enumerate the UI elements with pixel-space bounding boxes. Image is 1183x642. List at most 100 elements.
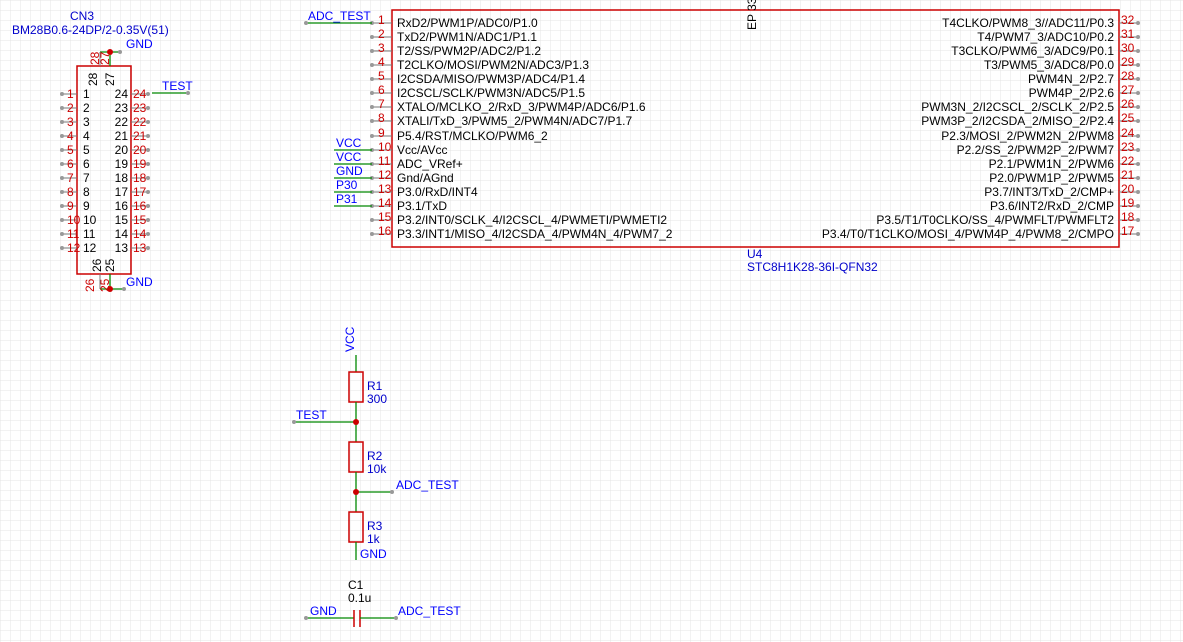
cn3-left-pin-number: 9 xyxy=(67,199,74,213)
cn3-right-pin-name: 22 xyxy=(115,115,129,129)
cn3-right-pin-number: 23 xyxy=(133,101,147,115)
c1-gnd-label: GND xyxy=(310,604,337,618)
u4-left-pin-number: 14 xyxy=(378,196,392,210)
cn3-left-pin-end xyxy=(60,204,64,208)
u4-pin13-net: P30 xyxy=(336,178,358,192)
c1-value: 0.1u xyxy=(348,591,371,605)
cn3-left-pin-end xyxy=(60,134,64,138)
u4-left-pin-name: XTALI/TxD_3/PWM5_2/PWM4N/ADC7/P1.7 xyxy=(397,114,633,128)
u4-right-pin-number: 17 xyxy=(1121,224,1135,238)
u4-left-pin-name: RxD2/PWM1P/ADC0/P1.0 xyxy=(397,16,538,30)
u4-left-pin-name: TxD2/PWM1N/ADC1/P1.1 xyxy=(397,30,537,44)
divider-gnd-label: GND xyxy=(360,547,387,561)
cn3-top-gnd-label: GND xyxy=(126,37,153,51)
u4-left-pin-number: 9 xyxy=(378,126,385,140)
u4-right-pin-number: 18 xyxy=(1121,210,1135,224)
u4-right-pin-end xyxy=(1136,190,1140,194)
cn3-right-pin-name: 20 xyxy=(115,143,129,157)
cn3-right-pin-number: 19 xyxy=(133,157,147,171)
cn3-left-pin-name: 8 xyxy=(83,185,90,199)
u4-left-pin-number: 11 xyxy=(378,154,391,168)
cn3-left-pin-number: 1 xyxy=(67,87,74,101)
cn3-left-pin-end xyxy=(60,106,64,110)
cn3-right-pin-end xyxy=(146,148,150,152)
cn3-right-pin-name: 13 xyxy=(115,241,129,255)
cn3-left-pin-number: 11 xyxy=(67,227,80,241)
u4-left-pin-name: P3.3/INT1/MISO_4/I2CSDA_4/PWM4N_4/PWM7_2 xyxy=(397,227,673,241)
cn3-left-pin-name: 3 xyxy=(83,115,90,129)
cn3-left-pin-name: 1 xyxy=(83,87,90,101)
u4-left-pin-number: 8 xyxy=(378,111,385,125)
u4-left-pin-name: P3.0/RxD/INT4 xyxy=(397,185,478,199)
cn3-left-pin-end xyxy=(60,190,64,194)
cn3-top-end xyxy=(118,50,122,54)
capacitor-c1[interactable]: C1 0.1u GND ADC_TEST xyxy=(304,578,461,627)
resistor-divider[interactable]: VCC R1 300 TEST R2 10k ADC_TEST R3 1k GN… xyxy=(292,326,459,561)
u4-left-pin-number: 7 xyxy=(378,97,385,111)
u4-left-pin-name: P3.1/TxD xyxy=(397,199,447,213)
cn3-left-pin-number: 5 xyxy=(67,143,74,157)
cn3-right-pin-number: 17 xyxy=(133,185,147,199)
u4-right-pin-end xyxy=(1136,218,1140,222)
cn3-right-pin-number: 16 xyxy=(133,199,147,213)
u4-left-pin-end xyxy=(370,91,374,95)
u4-right-pin-end xyxy=(1136,63,1140,67)
cn3-right-pin-number: 22 xyxy=(133,115,147,129)
u4-left-pin-name: P3.2/INT0/SCLK_4/I2CSCL_4/PWMETI/PWMETI2 xyxy=(397,213,667,227)
u4-right-pin-name: PWM3P_2/I2CSDA_2/MISO_2/P2.4 xyxy=(921,114,1114,128)
cn3-right-pin-end xyxy=(146,120,150,124)
u4-right-pin-name: P2.3/MOSI_2/PWM2N_2/PWM8 xyxy=(941,129,1114,143)
r3-value: 1k xyxy=(367,532,381,546)
r3-ref: R3 xyxy=(367,519,383,533)
cn3-pin28-name: 28 xyxy=(86,72,100,86)
u4-right-pin-number: 21 xyxy=(1121,168,1135,182)
u4-left-pin-name: I2CSDA/MISO/PWM3P/ADC4/P1.4 xyxy=(397,72,585,86)
cn3-right-pin-name: 23 xyxy=(115,101,129,115)
cn3-right-pin-name: 24 xyxy=(115,87,129,101)
cn3-left-pin-name: 4 xyxy=(83,129,90,143)
cn3-left-pin-end xyxy=(60,218,64,222)
u4-right-pin-end xyxy=(1136,176,1140,180)
u4-left-pin-name: I2CSCL/SCLK/PWM3N/ADC5/P1.5 xyxy=(397,86,585,100)
cn3-right-pin-number: 15 xyxy=(133,213,147,227)
u4-left-pin-end xyxy=(370,77,374,81)
cn3-left-pin-name: 12 xyxy=(83,241,97,255)
cn3-right-pin-name: 17 xyxy=(115,185,129,199)
divider-test-junction xyxy=(353,419,359,425)
u4-right-pin-name: T3/PWM5_3/ADC8/P0.0 xyxy=(984,58,1114,72)
cn3-right-pin-end xyxy=(146,232,150,236)
cn3-connector[interactable]: CN3 BM28B0.6-24DP/2-0.35V(51) GND 28 27 … xyxy=(12,9,193,292)
cn3-right-pin-number: 13 xyxy=(133,241,147,255)
u4-right-pin-number: 19 xyxy=(1121,196,1135,210)
u4-right-pin-name: P3.7/INT3/TxD_2/CMP+ xyxy=(984,185,1114,199)
cn3-left-pin-number: 2 xyxy=(67,101,74,115)
u4-right-pin-name: P2.0/PWM1P_2/PWM5 xyxy=(989,171,1114,185)
u4-ref: U4 xyxy=(747,247,763,261)
cn3-right-pin-number: 24 xyxy=(133,87,147,101)
c1-left-end xyxy=(304,616,308,620)
u4-left-pin-end xyxy=(370,105,374,109)
u4-right-pin-name: T4/PWM7_3/ADC10/P0.2 xyxy=(977,30,1114,44)
u4-right-pin-end xyxy=(1136,232,1140,236)
u4-left-pin-end xyxy=(370,119,374,123)
cn3-left-pin-name: 10 xyxy=(83,213,97,227)
r1-ref: R1 xyxy=(367,379,383,393)
divider-adc-end xyxy=(390,490,394,494)
r2-ref: R2 xyxy=(367,449,383,463)
u4-right-pin-number: 28 xyxy=(1121,69,1135,83)
cn3-left-pin-end xyxy=(60,246,64,250)
u4-right-pin-end xyxy=(1136,162,1140,166)
cn3-right-pin-end xyxy=(146,204,150,208)
cn3-right-pin-end xyxy=(146,106,150,110)
u4-right-pin-name: T3CLKO/PWM6_3/ADC9/P0.1 xyxy=(951,44,1114,58)
u4-left-pin-number: 15 xyxy=(378,210,392,224)
cn3-right-pin-name: 16 xyxy=(115,199,129,213)
cn3-test-label: TEST xyxy=(162,79,193,93)
cn3-right-pin-end xyxy=(146,190,150,194)
c1-right-end xyxy=(394,616,398,620)
u4-left-pin-name: P5.4/RST/MCLKO/PWM6_2 xyxy=(397,129,548,143)
cn3-bottom-gnd-label: GND xyxy=(126,275,153,289)
cn3-left-pin-name: 6 xyxy=(83,157,90,171)
